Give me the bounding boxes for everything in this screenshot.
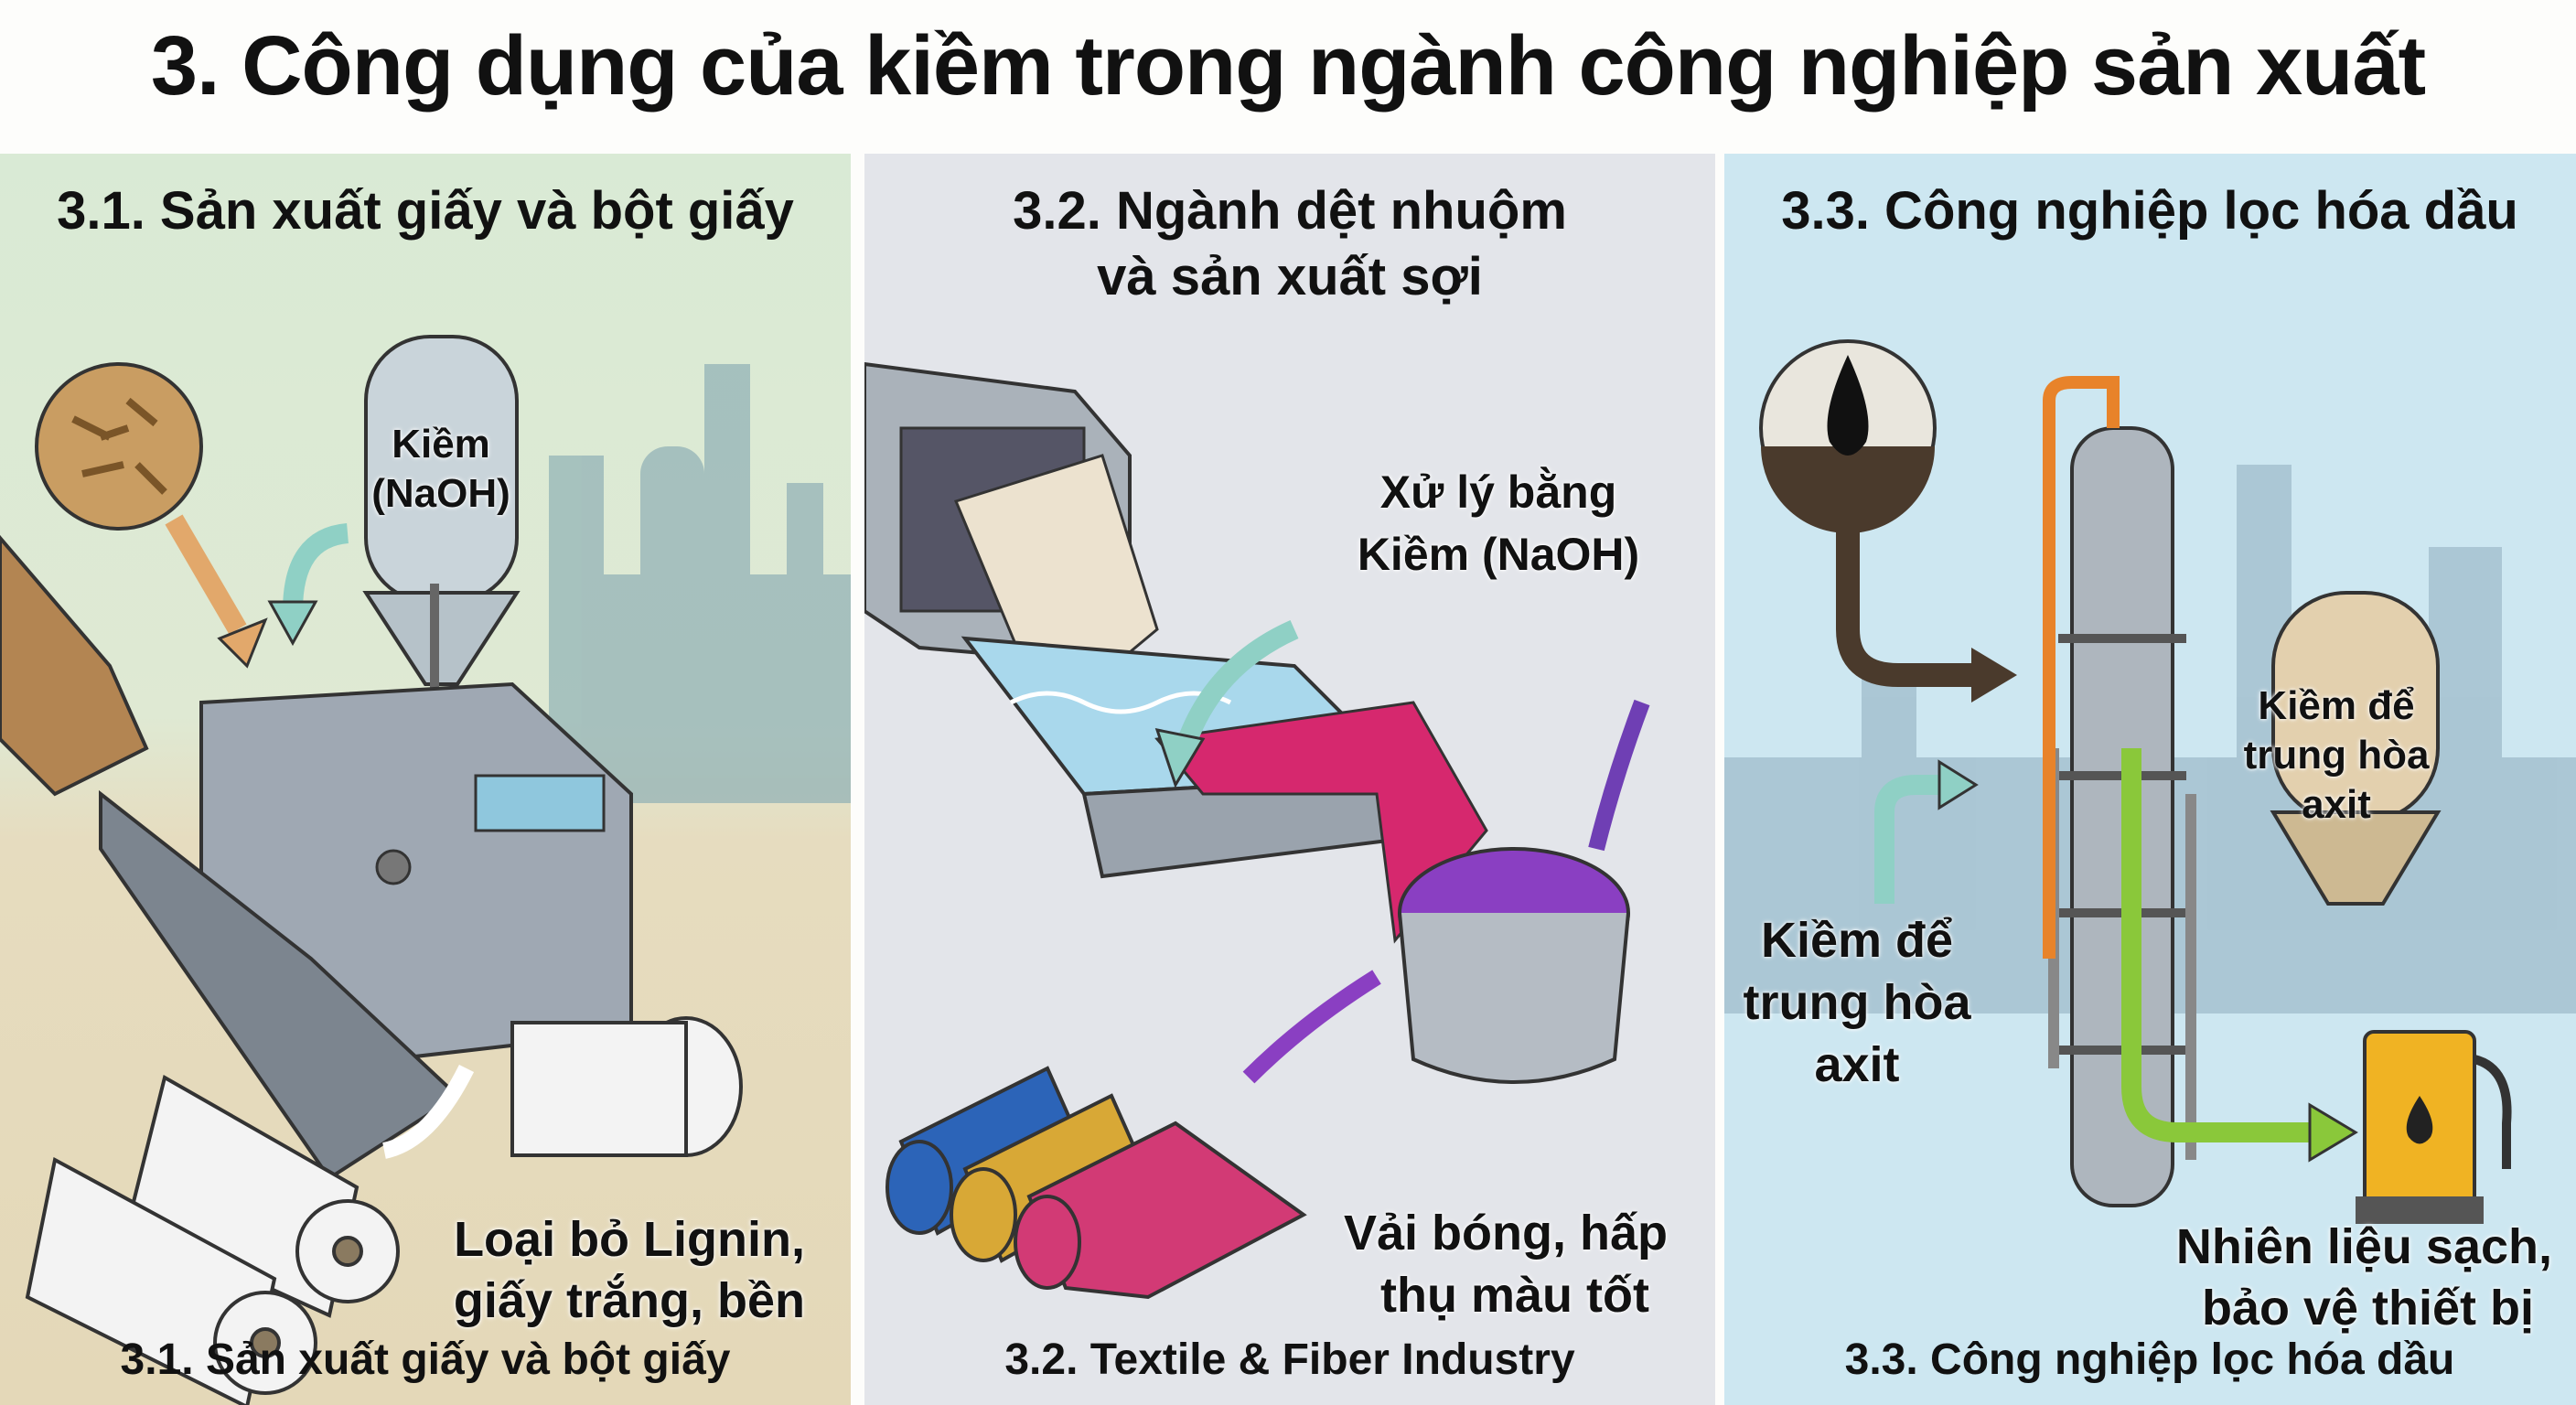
- silo-label-2: (NaOH): [371, 471, 510, 516]
- panel-caption: 3.2. Textile & Fiber Industry: [1004, 1335, 1575, 1384]
- arrow-to-rolls: [381, 1064, 475, 1159]
- result-line-2: thụ màu tốt: [1380, 1268, 1649, 1323]
- dyed-fabric: [1154, 701, 1488, 944]
- arrow-dye: [1588, 699, 1650, 852]
- arrow-head: [2308, 1102, 2358, 1163]
- arrow-head: [1971, 648, 2017, 702]
- paper-rolls-icon: [25, 1016, 743, 1405]
- page-title: 3. Công dụng của kiềm trong ngành công n…: [150, 19, 2426, 113]
- refinery-illustration: [1724, 339, 2576, 1224]
- arrow-naoh-to-machine: [283, 523, 349, 612]
- panel-heading-line-2: và sản xuất sợi: [1097, 247, 1483, 306]
- crude-oil-icon: [1759, 339, 1937, 533]
- result-line-2: bảo vệ thiết bị: [2201, 1281, 2534, 1335]
- arrow-head: [1937, 759, 1979, 810]
- input-label-1: Kiềm để: [1760, 913, 1954, 968]
- factory-silhouette: [549, 364, 851, 803]
- textile-illustration: [864, 361, 1650, 1300]
- tank-label-3: axit: [2302, 782, 2371, 827]
- paper-mill-illustration: [0, 335, 851, 1405]
- arrow-fuel-out: [2121, 748, 2310, 1142]
- result-line-1: Vải bóng, hấp: [1343, 1206, 1668, 1260]
- naoh-silo-icon: [362, 335, 521, 721]
- alkali-tank-icon: [2270, 591, 2442, 906]
- panel-heading-line-1: 3.2. Ngành dệt nhuộm: [1013, 181, 1567, 241]
- fabric-rolls-icon: [886, 1066, 1307, 1300]
- silo-label-1: Kiềm: [392, 422, 490, 467]
- panel-caption: 3.3. Công nghiệp lọc hóa dầu: [1844, 1335, 2455, 1384]
- panel-heading: 3.3. Công nghiệp lọc hóa dầu: [1781, 181, 2518, 241]
- result-line-1: Loại bỏ Lignin,: [454, 1212, 805, 1267]
- arrow-naoh: [1175, 619, 1299, 752]
- panel-caption: 3.1. Sản xuất giấy và bột giấy: [120, 1335, 731, 1384]
- panel-heading: 3.1. Sản xuất giấy và bột giấy: [57, 181, 794, 241]
- panel-oil-refining: 3.3. Công nghiệp lọc hóa dầu Kiềm để tru…: [1724, 154, 2576, 1405]
- arrow-to-rolls: [1242, 970, 1381, 1084]
- process-label-2: Kiềm (NaOH): [1357, 529, 1640, 580]
- result-line-2: giấy trắng, bền: [453, 1273, 805, 1328]
- fuel-pump-icon: [2356, 1030, 2512, 1224]
- dye-vat-icon: [1398, 847, 1630, 1084]
- tank-label-1: Kiềm để: [2258, 683, 2415, 728]
- input-label-3: axit: [1814, 1037, 1900, 1092]
- arrow-oil-to-column: [1836, 520, 1971, 687]
- arrow-alkali-input: [1874, 775, 1944, 904]
- distillation-column-icon: [2043, 376, 2196, 1207]
- result-line-1: Nhiên liệu sạch,: [2175, 1219, 2552, 1274]
- arrow-head: [267, 600, 318, 647]
- input-label-2: trung hòa: [1743, 975, 1971, 1030]
- arrow-head: [1154, 728, 1206, 788]
- arrow-head: [217, 617, 268, 669]
- wood-chips-circle-icon: [35, 362, 203, 531]
- tank-label-2: trung hòa: [2243, 733, 2430, 778]
- panel-textile-industry: 3.2. Ngành dệt nhuộm và sản xuất sợi Xử …: [864, 154, 1715, 1405]
- wood-chip-chute: [0, 534, 149, 797]
- panel-paper-production: 3.1. Sản xuất giấy và bột giấy Kiềm (NaO…: [0, 154, 851, 1405]
- process-label-1: Xử lý bằng: [1379, 467, 1617, 518]
- pulp-machine-icon: [99, 681, 633, 1181]
- arrow-chips-to-machine: [165, 514, 247, 635]
